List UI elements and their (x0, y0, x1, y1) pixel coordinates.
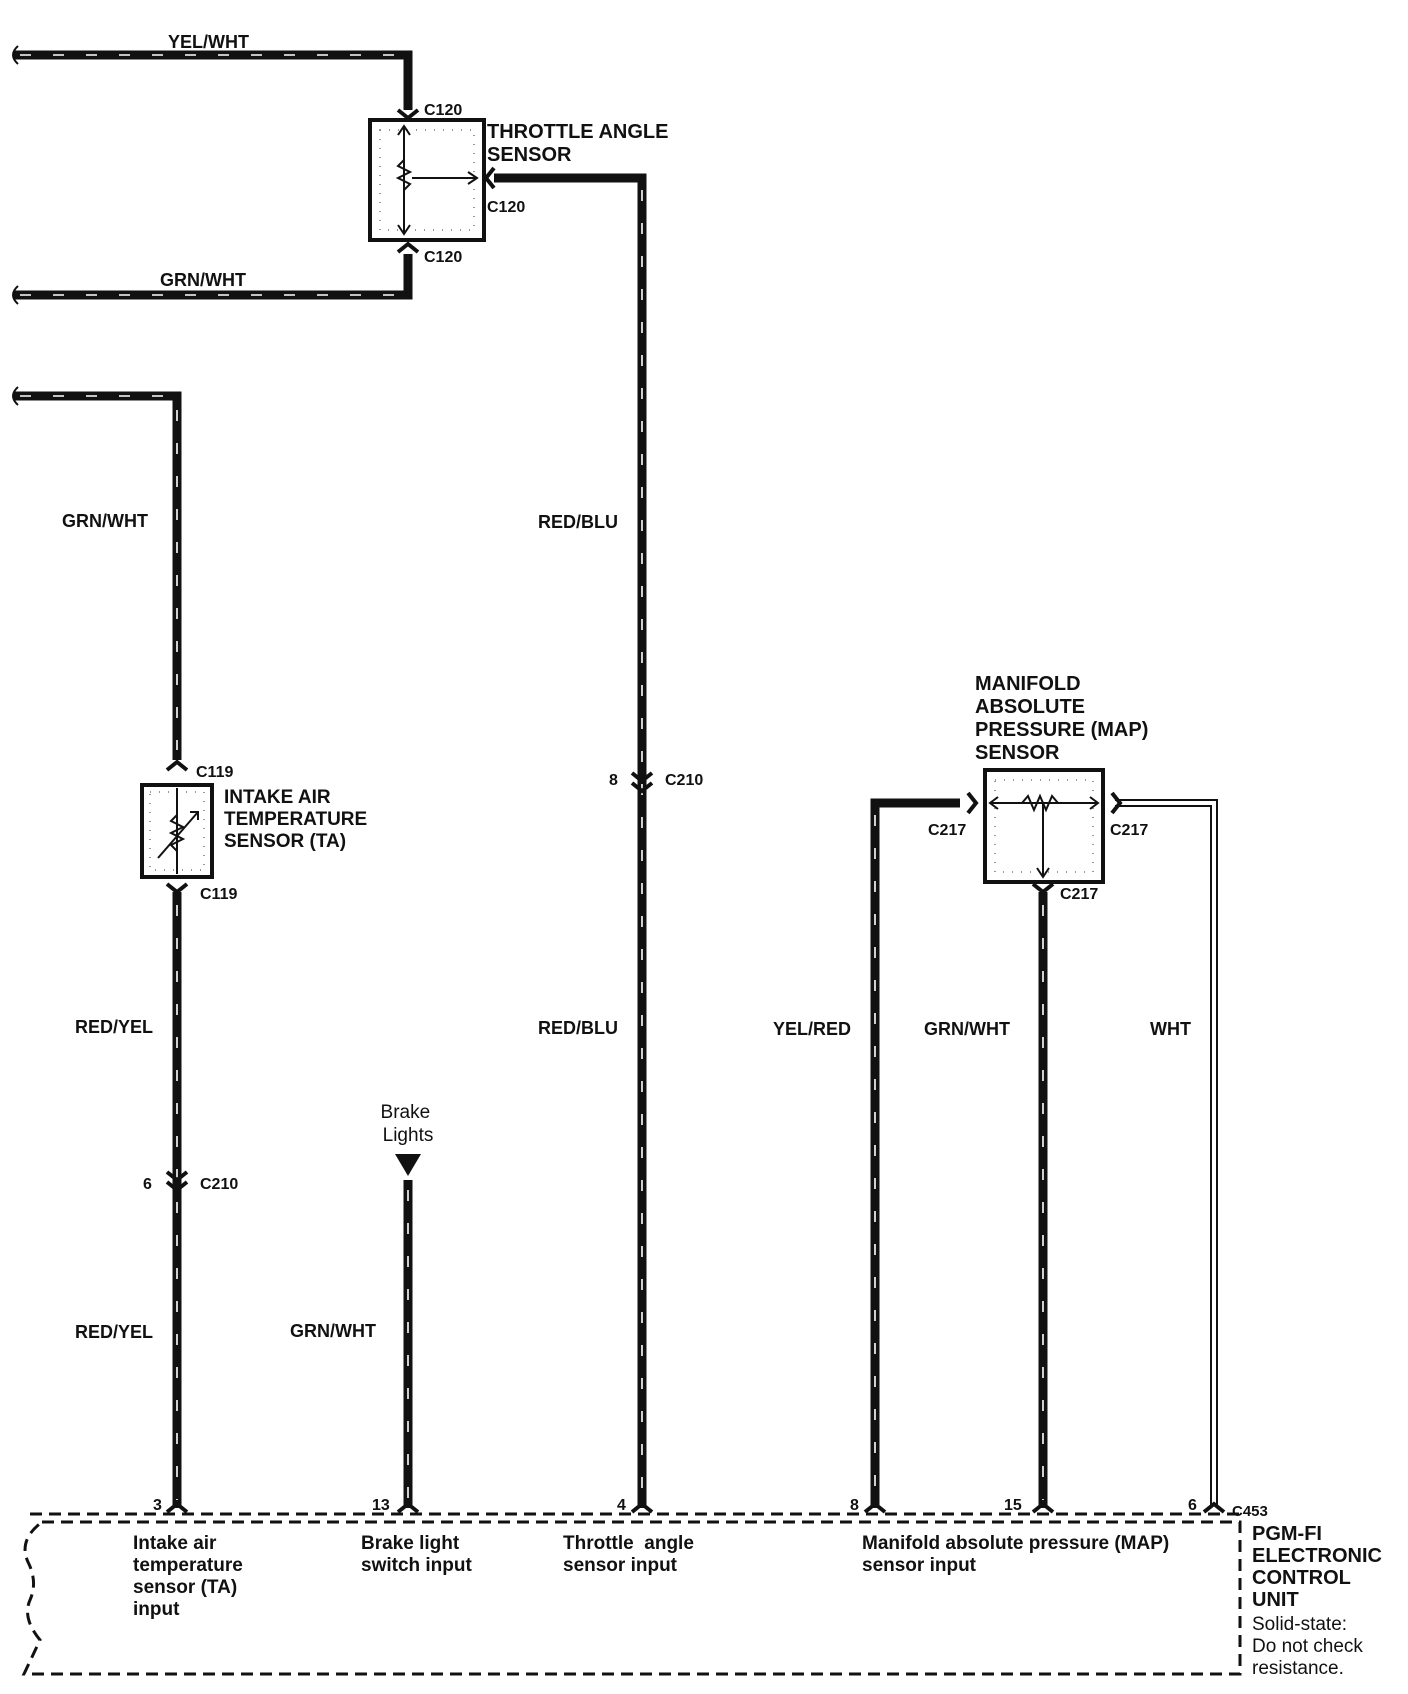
ecu-name-line2: ELECTRONIC (1252, 1545, 1382, 1567)
wire-label-red-yel-mid: RED/YEL (75, 1017, 153, 1037)
throttle-sensor-name: THROTTLE ANGLE SENSOR (487, 121, 674, 166)
ecu-pin-desc-throttle-line2: sensor input (563, 1555, 678, 1576)
connector-label-c210-right: C210 (665, 772, 703, 789)
ecu-pin-desc-iat-line4: input (133, 1599, 180, 1620)
connector-c210-left (165, 1170, 189, 1193)
ecu-border (21, 1520, 1242, 1676)
ecu-name-line4: UNIT (1252, 1589, 1299, 1611)
map-sensor-name-line4: SENSOR (975, 742, 1060, 764)
connector-label-c120-top: C120 (424, 102, 462, 119)
brake-lights-label: Brake Lights (381, 1102, 436, 1146)
wire-grn-wht-tas (14, 254, 413, 300)
wire-yel-wht-top (14, 50, 413, 110)
connector-label-c120-bottom: C120 (424, 249, 462, 266)
ecu-pin-desc-throttle-line1: Throttle angle (563, 1533, 694, 1554)
connector-c217-left (966, 791, 979, 815)
throttle-angle-sensor (368, 118, 486, 242)
ecu-pin-desc-iat-line2: temperature (133, 1555, 243, 1576)
connector-label-c120-side: C120 (487, 199, 525, 216)
ecu-pin-connectors (165, 1501, 1226, 1514)
connector-c120-top (396, 108, 420, 121)
connector-c119-top (165, 759, 189, 772)
wire-red-blu (494, 173, 647, 1508)
ecu-pin-desc-iat-line3: sensor (TA) (133, 1577, 237, 1598)
connector-c210-right (630, 771, 654, 794)
throttle-sensor-name-line2: SENSOR (487, 144, 572, 166)
iat-sensor-name-line3: SENSOR (TA) (224, 831, 346, 852)
ecu-note-line2: Do not check (1252, 1636, 1363, 1657)
brake-lights-triangle (395, 1154, 421, 1176)
connector-label-c217-bottom: C217 (1060, 886, 1098, 903)
wire-label-grn-wht-iat: GRN/WHT (62, 511, 148, 531)
map-sensor-name-line1: MANIFOLD (975, 673, 1081, 695)
connector-label-c210-left: C210 (200, 1176, 238, 1193)
connector-label-c119-bottom: C119 (200, 886, 237, 903)
wire-yel-red (870, 798, 960, 1508)
ecu-note: Solid-state: Do not check resistance. (1252, 1614, 1368, 1679)
map-sensor-name-line2: ABSOLUTE (975, 696, 1085, 718)
wire-label-yel-red: YEL/RED (773, 1019, 851, 1039)
ecu-pin-4: 4 (617, 1497, 626, 1514)
ecu-note-line1: Solid-state: (1252, 1614, 1347, 1635)
connector-pin-c210-right: 8 (609, 772, 618, 789)
connector-label-c217-left: C217 (928, 822, 966, 839)
connector-c119-bottom (165, 882, 189, 895)
wire-label-red-yel-low: RED/YEL (75, 1322, 153, 1342)
connector-c217-bottom (1031, 882, 1055, 895)
ecu-pin-desc-map-line2: sensor input (862, 1555, 977, 1576)
connector-label-c119-top: C119 (196, 764, 233, 781)
ecu-connector-label: C453 (1232, 1503, 1268, 1520)
brake-lights-label-line1: Brake (381, 1102, 431, 1123)
connector-pin-c210-left: 6 (143, 1176, 152, 1193)
wire-grn-wht-iat (14, 391, 182, 760)
throttle-sensor-name-line1: THROTTLE ANGLE (487, 121, 668, 143)
ecu-name: PGM-FI ELECTRONIC CONTROL UNIT (1252, 1523, 1388, 1611)
ecu-name-line1: PGM-FI (1252, 1523, 1322, 1545)
ecu-name-line3: CONTROL (1252, 1567, 1351, 1589)
wires (14, 50, 1218, 1508)
ecu-pin-8: 8 (850, 1497, 859, 1514)
ecu-pin-desc-brake-line2: switch input (361, 1555, 473, 1576)
throttle-sensor-box (368, 118, 486, 242)
wire-label-red-blu-upper: RED/BLU (538, 512, 618, 532)
wire-label-wht: WHT (1150, 1019, 1191, 1039)
ecu-pin-desc-throttle: Throttle angle sensor input (563, 1533, 699, 1576)
wire-label-grn-wht-map: GRN/WHT (924, 1019, 1010, 1039)
connector-c120-side (483, 166, 496, 190)
connector-label-c217-right: C217 (1110, 822, 1148, 839)
wire-label-red-blu-lower: RED/BLU (538, 1018, 618, 1038)
iat-sensor-name-line1: INTAKE AIR (224, 787, 331, 808)
ecu-pin-13: 13 (372, 1497, 390, 1514)
ecu-pin-3: 3 (153, 1497, 162, 1514)
map-sensor-name-line3: PRESSURE (MAP) (975, 719, 1148, 741)
wire-ends (12, 45, 19, 406)
wire-label-yel-wht: YEL/WHT (168, 32, 249, 52)
wire-label-grn-wht-tas: GRN/WHT (160, 270, 246, 290)
ecu-pin-15: 15 (1004, 1497, 1022, 1514)
ecu-pin-6: 6 (1188, 1497, 1197, 1514)
intake-air-temp-sensor (140, 783, 214, 879)
ecu-pin-desc-iat-line1: Intake air (133, 1533, 217, 1554)
map-sensor-name: MANIFOLD ABSOLUTE PRESSURE (MAP) SENSOR (975, 673, 1154, 764)
connector-c217-right (1110, 791, 1123, 815)
connector-c120-bottom (396, 241, 420, 254)
ecu-pin-desc-map: Manifold absolute pressure (MAP) sensor … (862, 1533, 1174, 1576)
ecu-note-line3: resistance. (1252, 1658, 1344, 1679)
wire-label-grn-wht-brake: GRN/WHT (290, 1321, 376, 1341)
ecu-pin-desc-iat: Intake air temperature sensor (TA) input (133, 1533, 248, 1620)
ecu-pin-desc-brake: Brake light switch input (361, 1533, 473, 1576)
iat-sensor-name: INTAKE AIR TEMPERATURE SENSOR (TA) (224, 787, 373, 852)
ecu-unit (21, 1512, 1242, 1676)
ecu-pin-desc-map-line1: Manifold absolute pressure (MAP) (862, 1533, 1169, 1554)
wire-wht (1115, 799, 1218, 1508)
map-sensor (983, 768, 1105, 884)
iat-sensor-name-line2: TEMPERATURE (224, 809, 367, 830)
ecu-pin-desc-brake-line1: Brake light (361, 1533, 460, 1554)
brake-lights-label-line2: Lights (383, 1125, 434, 1146)
